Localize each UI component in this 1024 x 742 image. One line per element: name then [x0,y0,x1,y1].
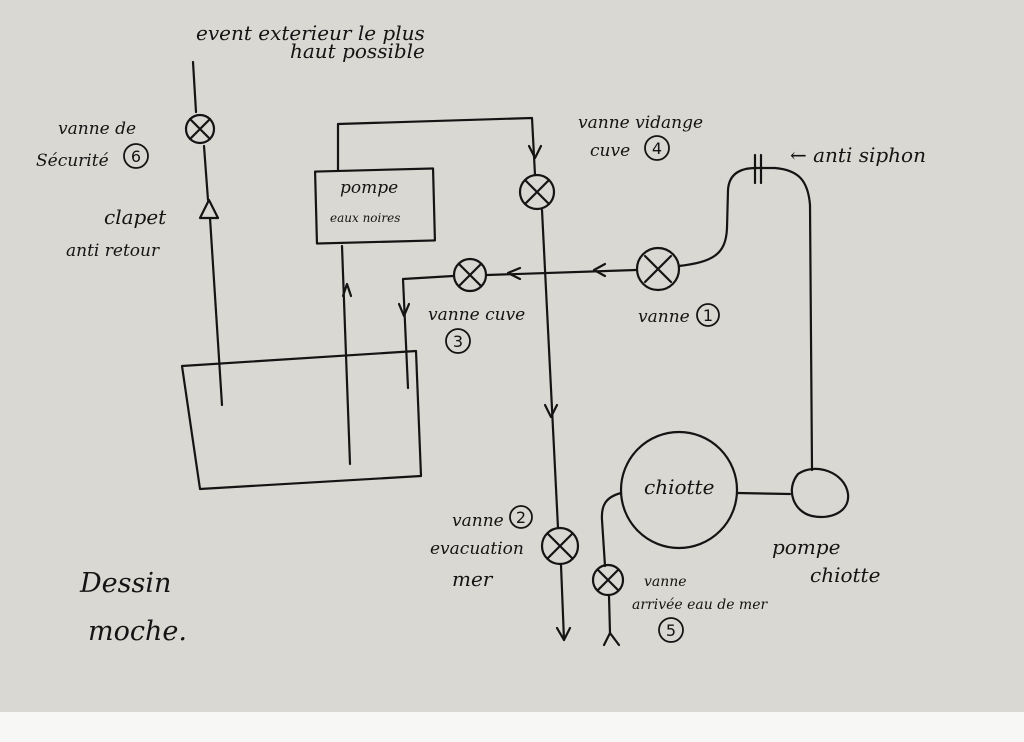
valve-3-label: vanne cuve [428,305,525,325]
clapet-label-line1: clapet [104,205,167,229]
sea-inlet-pipe [600,491,623,647]
valve-6-label-line1: vanne de [58,119,136,139]
valve-1-number: 1 [703,306,713,325]
valve-2-label-line2: evacuation [430,539,524,559]
sea-discharge-pipe [540,208,572,642]
valve-2-number-circle [509,505,533,529]
valve-6-label-line2: Sécurité [36,151,109,171]
valve-5-label-line2: arrivée eau de mer [632,597,768,613]
black-water-pump-box [313,167,437,245]
clapet-label-line2: anti retour [66,241,160,261]
valve-6-number-circle [123,143,149,169]
holding-tank [180,349,423,491]
valve-6-number: 6 [131,147,141,166]
pump-black-label-line2: eaux noires [330,211,400,225]
valve-3-symbol [452,257,488,293]
toilet-pump [790,467,850,519]
valve-2-number: 2 [516,508,526,527]
anti-siphon-loop [677,153,814,472]
pump-toilet-label-line1: pompe [772,535,840,559]
pump-toilet-label-line2: chiotte [810,563,880,587]
caption-line1: Dessin [79,568,171,599]
valve-1-number-circle [696,303,720,327]
valve-4-number-circle [644,135,670,161]
valve-1-symbol [635,246,681,292]
toilet-to-pump-pipe [735,491,792,496]
pump-discharge-pipe [336,116,543,177]
valve-3-number: 3 [453,332,463,351]
pump-black-label-line1: pompe [340,178,398,198]
check-valve-symbol [198,198,220,220]
toilet-bowl [619,430,739,550]
vent-pipe [191,60,224,407]
valve-4-symbol [518,173,556,211]
valve-4-label-line1: vanne vidange [578,113,703,133]
valve-3-number-circle [445,328,471,354]
tank-inlet-pipe [397,262,639,390]
valve-2-symbol [540,526,580,566]
valve-4-number: 4 [652,139,662,158]
valve-2-label-line3: mer [452,567,494,591]
valve-6-symbol [184,113,216,145]
anti-siphon-label: ← anti siphon [790,143,926,167]
vent-label-line2: haut possible [290,39,425,63]
valve-5-number-circle [658,617,684,643]
toilet-label: chiotte [644,475,714,499]
vent-label-line1: event exterieur le plus [196,21,425,45]
pump-suction-pipe [340,244,353,466]
valve-5-label-line1: vanne [644,574,687,590]
valve-1-label: vanne [638,307,690,327]
scan-margin [0,712,1024,742]
valve-2-label-line1: vanne [452,511,504,531]
caption-line2: moche. [88,616,187,647]
valve-5-number: 5 [666,621,676,640]
valve-5-symbol [591,563,625,597]
valve-4-label-line2: cuve [590,141,630,161]
